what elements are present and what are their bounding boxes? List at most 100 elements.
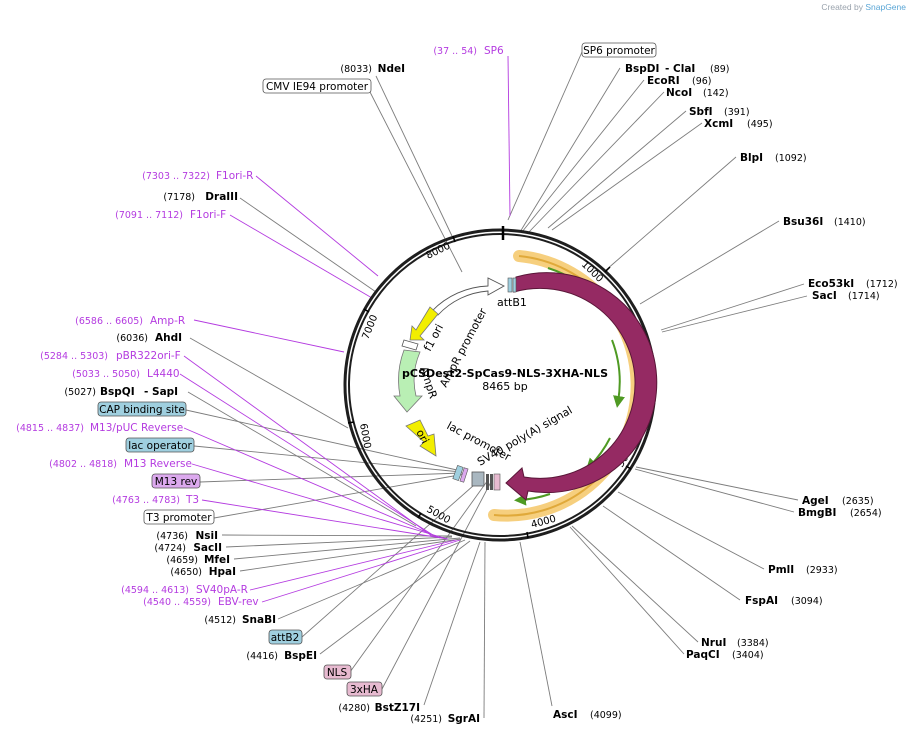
site-pos: (4099) bbox=[590, 710, 622, 721]
site-pmli[interactable]: PmlI (2933) bbox=[768, 564, 838, 576]
site-snabi[interactable]: (4512) SnaBI bbox=[204, 614, 276, 626]
feature-box-label: M13 rev bbox=[155, 476, 198, 488]
primer-pbr322ori-f[interactable]: (5284 .. 5303) pBR322ori-F bbox=[40, 350, 181, 362]
site-pos: (3404) bbox=[732, 650, 764, 661]
feature-box-label: 3xHA bbox=[350, 684, 379, 696]
site-mfei[interactable]: (4659) MfeI bbox=[166, 554, 230, 566]
site-bsu36i[interactable]: Bsu36I (1410) bbox=[783, 216, 866, 228]
feature-box-cmv-ie94-promoter[interactable]: CMV IE94 promoter bbox=[262, 78, 372, 94]
primer-f1ori-f[interactable]: (7091 .. 7112) F1ori-F bbox=[115, 209, 226, 221]
site-xcmi[interactable]: XcmI (495) bbox=[704, 118, 773, 130]
feature-box-m13-rev[interactable]: M13 rev bbox=[151, 473, 201, 489]
feature-box-cap-binding-site[interactable]: CAP binding site bbox=[97, 401, 187, 417]
site-saci[interactable]: SacI (1714) bbox=[812, 290, 880, 302]
feature-box-3xha[interactable]: 3xHA bbox=[346, 681, 383, 697]
site-fspai[interactable]: FspAI (3094) bbox=[745, 595, 823, 607]
site-sbfi[interactable]: SbfI (391) bbox=[689, 106, 750, 118]
cas9-feature: Cas9 bbox=[505, 272, 658, 501]
site-name: Bsu36I bbox=[783, 216, 823, 228]
site-agei[interactable]: AgeI (2635) bbox=[802, 495, 874, 507]
site-ndei[interactable]: (8033) NdeI bbox=[340, 63, 405, 75]
site-pos: (8033) bbox=[340, 64, 372, 75]
feature-box-t3-promoter[interactable]: T3 promoter bbox=[143, 509, 215, 525]
site-name: PaqCI bbox=[686, 649, 720, 661]
site-blpi[interactable]: BlpI (1092) bbox=[740, 152, 807, 164]
site-ecori[interactable]: EcoRI (96) bbox=[647, 75, 712, 87]
site-pos: (4736) bbox=[156, 531, 188, 542]
site-name: NdeI bbox=[378, 63, 405, 75]
credit-prefix: Created by bbox=[821, 2, 863, 12]
right-enzyme-labels: BspDI - ClaI (89) EcoRI (96) NcoI (142) … bbox=[553, 63, 898, 721]
site-pos: (142) bbox=[703, 88, 729, 99]
primer-amp-r[interactable]: (6586 .. 6605) Amp-R bbox=[75, 315, 185, 327]
feature-box-lac-operator[interactable]: lac operator bbox=[125, 437, 195, 453]
primer-pos: (7303 .. 7322) bbox=[142, 171, 210, 182]
site-eco53ki[interactable]: Eco53kI (1712) bbox=[808, 278, 898, 290]
site-asci[interactable]: AscI (4099) bbox=[553, 709, 622, 721]
plasmid-title: pCSDest2-SpCas9-NLS-3XHA-NLS 8465 bp bbox=[402, 367, 608, 393]
site-name: BspDI bbox=[625, 63, 659, 75]
site-name: SacI bbox=[812, 290, 837, 302]
site-pos: (6036) bbox=[116, 333, 148, 344]
site-name: SacII bbox=[193, 542, 222, 554]
site-sgrai[interactable]: (4251) SgrAI bbox=[410, 713, 480, 725]
primer-name: Amp-R bbox=[150, 315, 185, 327]
primer-pos: (37 .. 54) bbox=[433, 46, 477, 57]
feature-box-nls[interactable]: NLS bbox=[323, 664, 352, 680]
site-nsii[interactable]: (4736) NsiI bbox=[156, 530, 218, 542]
plasmid-name: pCSDest2-SpCas9-NLS-3XHA-NLS bbox=[402, 367, 608, 380]
primer-sp6[interactable]: (37 .. 54) SP6 bbox=[433, 45, 504, 57]
primer-name: F1ori-R bbox=[216, 170, 253, 182]
site-hpai[interactable]: (4650) HpaI bbox=[170, 566, 236, 578]
primer-name: L4440 bbox=[147, 368, 180, 380]
primer-pos: (5284 .. 5303) bbox=[40, 351, 108, 362]
primer-sv40pa-r[interactable]: (4594 .. 4613) SV40pA-R bbox=[121, 584, 248, 596]
site-ahdi[interactable]: (6036) AhdI bbox=[116, 332, 182, 344]
feature-box-attb2[interactable]: attB2 bbox=[268, 629, 303, 645]
primer-m13-reverse[interactable]: (4802 .. 4818) M13 Reverse bbox=[49, 458, 192, 470]
site-pos: (2933) bbox=[806, 565, 838, 576]
primer-name: T3 bbox=[185, 494, 199, 506]
site-pos: (4280) bbox=[338, 703, 370, 714]
ori-feature: ori bbox=[405, 419, 437, 457]
site-pos: (2635) bbox=[842, 496, 874, 507]
primer-t3[interactable]: (4763 .. 4783) T3 bbox=[112, 494, 199, 506]
primer-f1ori-r[interactable]: (7303 .. 7322) F1ori-R bbox=[142, 170, 253, 182]
primer-name: M13/pUC Reverse bbox=[90, 422, 183, 434]
site-draiii[interactable]: (7178) DraIII bbox=[163, 191, 238, 203]
site-pos: (4650) bbox=[170, 567, 202, 578]
feature-box-label: CAP binding site bbox=[99, 404, 185, 416]
site-name: BspEI bbox=[284, 650, 317, 662]
primer-m13-puc-reverse[interactable]: (4815 .. 4837) M13/pUC Reverse bbox=[16, 422, 183, 434]
site-name: EcoRI bbox=[647, 75, 680, 87]
site-paqci[interactable]: PaqCI (3404) bbox=[686, 649, 764, 661]
site-sacii[interactable]: (4724) SacII bbox=[154, 542, 222, 554]
primer-pos: (4802 .. 4818) bbox=[49, 459, 117, 470]
site-pos: (4724) bbox=[154, 543, 186, 554]
site-bstz17i[interactable]: (4280) BstZ17I bbox=[338, 702, 420, 714]
primer-pos: (4540 .. 4559) bbox=[143, 597, 211, 608]
site-name: DraIII bbox=[205, 191, 238, 203]
site-ncoi[interactable]: NcoI (142) bbox=[666, 87, 729, 99]
primer-l4440[interactable]: (5033 .. 5050) L4440 bbox=[72, 368, 179, 380]
site-bspqi-sapi[interactable]: (5027) BspQI - SapI bbox=[64, 386, 178, 398]
ampr-feature: AmpR bbox=[393, 349, 440, 413]
site-name: NcoI bbox=[666, 87, 692, 99]
feature-box-sp6-promoter[interactable]: SP6 promoter bbox=[581, 42, 657, 58]
attb1-label: attB1 bbox=[497, 296, 527, 309]
site-nrui[interactable]: NruI (3384) bbox=[701, 637, 769, 649]
primer-pos: (7091 .. 7112) bbox=[115, 210, 183, 221]
site-name: BmgBI bbox=[798, 507, 836, 519]
site-pos: (89) bbox=[710, 64, 730, 75]
primer-pos: (5033 .. 5050) bbox=[72, 369, 140, 380]
primer-ebv-rev[interactable]: (4540 .. 4559) EBV-rev bbox=[143, 596, 259, 608]
site-pos: (96) bbox=[692, 76, 712, 87]
site-name: Eco53kI bbox=[808, 278, 854, 290]
site-name: SnaBI bbox=[242, 614, 276, 626]
site-bspei[interactable]: (4416) BspEI bbox=[246, 650, 317, 662]
site-bmgbi[interactable]: BmgBI (2654) bbox=[798, 507, 882, 519]
site-pos: (5027) bbox=[64, 387, 96, 398]
site-bspdi-clai[interactable]: BspDI - ClaI (89) bbox=[625, 63, 730, 75]
site-name: BstZ17I bbox=[375, 702, 420, 714]
